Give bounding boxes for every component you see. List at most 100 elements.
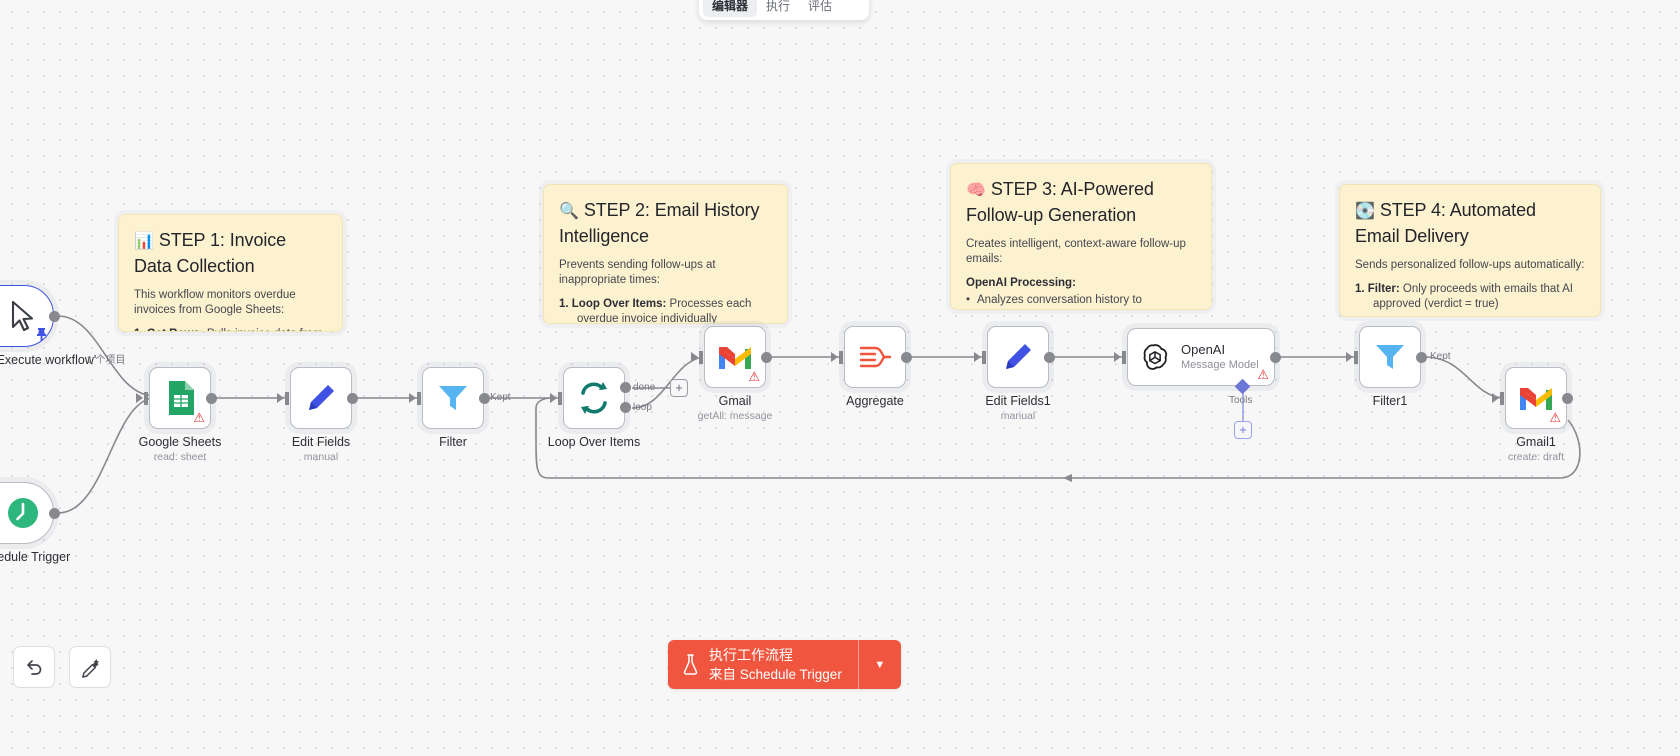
output-dot[interactable] bbox=[1044, 352, 1055, 363]
node-gmail[interactable]: ⚠ Gmail getAll: message bbox=[691, 326, 772, 422]
input-port[interactable] bbox=[558, 392, 562, 405]
node-edit-fields-1[interactable]: Edit Fields1 manual bbox=[974, 326, 1055, 422]
execute-workflow-button-group[interactable]: 执行工作流程 来自 Schedule Trigger ▼ bbox=[668, 640, 901, 689]
sticky-note-step-4[interactable]: 💽STEP 4: Automated Email Delivery Sends … bbox=[1339, 184, 1601, 317]
node-gmail-1[interactable]: ⚠ Gmail1 create: draft bbox=[1492, 367, 1573, 463]
pencil-icon bbox=[1006, 344, 1031, 369]
output-dot[interactable] bbox=[901, 352, 912, 363]
node-title: Gmail1 bbox=[1516, 435, 1556, 449]
execute-options-caret[interactable]: ▼ bbox=[858, 640, 901, 689]
sticky-note-step-1[interactable]: 📊STEP 1: Invoice Data Collection This wo… bbox=[118, 214, 343, 332]
node-edit-fields[interactable]: Edit Fields manual bbox=[277, 367, 358, 463]
output-dot[interactable] bbox=[479, 393, 490, 404]
sticky-note-intro: This workflow monitors overdue invoices … bbox=[134, 289, 296, 316]
node-filter-1[interactable]: Filter1 bbox=[1346, 326, 1427, 408]
node-body[interactable]: ⚠ bbox=[149, 367, 211, 429]
tab-editor[interactable]: 编辑器 bbox=[703, 0, 758, 17]
node-subtitle: manual bbox=[303, 451, 339, 463]
output-dot[interactable] bbox=[761, 352, 772, 363]
sticky-note-list: 1. Get Rows: Pulls invoice data from you… bbox=[134, 327, 327, 331]
node-loop-over-items[interactable]: Loop Over Items bbox=[548, 367, 640, 449]
tidy-up-icon bbox=[81, 658, 99, 678]
node-title: Filter1 bbox=[1372, 394, 1408, 408]
gmail-icon bbox=[719, 347, 751, 369]
output-dot-loop[interactable] bbox=[620, 402, 631, 413]
input-arrow bbox=[277, 393, 284, 403]
undo-icon bbox=[27, 660, 42, 675]
input-port[interactable] bbox=[285, 392, 289, 405]
sticky-note-step-2[interactable]: 🔍STEP 2: Email History Intelligence Prev… bbox=[543, 184, 788, 324]
input-port[interactable] bbox=[982, 351, 986, 364]
loop-icon bbox=[581, 382, 607, 414]
input-port[interactable] bbox=[1354, 351, 1358, 364]
node-error-icon: ⚠ bbox=[1257, 367, 1269, 382]
node-google-sheets[interactable]: ⚠ Google Sheets read: sheet bbox=[136, 367, 221, 463]
node-body[interactable] bbox=[422, 367, 484, 429]
undo-button[interactable] bbox=[13, 646, 55, 688]
bar-chart-emoji-icon: 📊 bbox=[134, 233, 154, 250]
sticky-note-title: 🔍STEP 2: Email History Intelligence bbox=[559, 200, 760, 246]
node-body[interactable] bbox=[1359, 326, 1421, 388]
node-title: Loop Over Items bbox=[547, 435, 641, 449]
node-manual-trigger[interactable]: clicking 'Execute workflow' bbox=[0, 285, 96, 367]
node-aggregate[interactable]: Aggregate bbox=[831, 326, 912, 408]
sticky-note-list: 1. Loop Over Items: Processes each overd… bbox=[559, 297, 772, 324]
node-title: Schedule Trigger bbox=[0, 550, 71, 564]
output-dot-done[interactable] bbox=[620, 382, 631, 393]
magnifier-emoji-icon: 🔍 bbox=[559, 203, 579, 220]
sticky-note-list: 1. Filter: Only proceeds with emails tha… bbox=[1355, 282, 1585, 316]
input-arrow bbox=[691, 352, 698, 362]
input-port[interactable] bbox=[1500, 392, 1504, 405]
node-title: OpenAI bbox=[1181, 342, 1226, 357]
output-dot[interactable] bbox=[49, 311, 60, 322]
sticky-note-title: 📊STEP 1: Invoice Data Collection bbox=[134, 230, 287, 276]
input-port[interactable] bbox=[699, 351, 703, 364]
output-dot[interactable] bbox=[1270, 352, 1281, 363]
tidy-up-button[interactable] bbox=[69, 646, 111, 688]
input-port[interactable] bbox=[417, 392, 421, 405]
node-error-icon: ⚠ bbox=[193, 410, 205, 425]
edge-label-loop: loop bbox=[633, 402, 652, 413]
edge-label-kept: Kept bbox=[490, 392, 511, 403]
output-dot[interactable] bbox=[347, 393, 358, 404]
input-port[interactable] bbox=[1122, 351, 1126, 364]
add-tool-button[interactable]: + bbox=[1234, 421, 1252, 439]
node-body[interactable]: ⚠ bbox=[704, 326, 766, 388]
input-port[interactable] bbox=[839, 351, 843, 364]
node-caption: Gmail getAll: message bbox=[698, 393, 773, 423]
node-filter[interactable]: Filter bbox=[409, 367, 490, 449]
node-body[interactable] bbox=[563, 367, 625, 429]
node-body[interactable] bbox=[0, 285, 54, 347]
output-dot[interactable] bbox=[49, 508, 60, 519]
output-dot[interactable] bbox=[206, 393, 217, 404]
node-openai[interactable]: OpenAI Message Model ⚠ bbox=[1114, 328, 1281, 395]
node-body[interactable] bbox=[290, 367, 352, 429]
node-body[interactable] bbox=[0, 482, 54, 544]
node-caption: Schedule Trigger bbox=[0, 549, 70, 565]
edge-label-done: done bbox=[633, 382, 656, 393]
node-title: Google Sheets bbox=[138, 435, 222, 449]
sticky-note-step-3[interactable]: 🧠STEP 3: AI-Powered Follow-up Generation… bbox=[950, 163, 1212, 310]
node-subtitle: manual bbox=[1000, 410, 1036, 422]
editor-tab-bar[interactable]: 编辑器 执行 评估 bbox=[699, 0, 869, 20]
output-dot[interactable] bbox=[1562, 393, 1573, 404]
execute-workflow-button[interactable]: 执行工作流程 来自 Schedule Trigger bbox=[668, 640, 859, 689]
node-title: Aggregate bbox=[846, 394, 904, 408]
node-body[interactable] bbox=[844, 326, 906, 388]
node-body[interactable]: ⚠ bbox=[1505, 367, 1567, 429]
edge-label-kept-1: Kept bbox=[1430, 351, 1451, 362]
output-dot[interactable] bbox=[1416, 352, 1427, 363]
node-body[interactable] bbox=[987, 326, 1049, 388]
tab-executions[interactable]: 执行 bbox=[766, 0, 791, 13]
add-node-button-done[interactable]: + bbox=[670, 379, 688, 397]
tab-evaluations[interactable]: 评估 bbox=[808, 0, 833, 13]
node-subtitle: Message Model bbox=[1181, 359, 1259, 371]
node-schedule-trigger[interactable]: Schedule Trigger bbox=[0, 482, 70, 564]
list-item: 1. Loop Over Items: Processes each overd… bbox=[559, 298, 752, 324]
sticky-note-bullets: Analyzes conversation history to determi… bbox=[966, 293, 1196, 309]
sticky-note-intro: Sends personalized follow-ups automatica… bbox=[1355, 259, 1585, 271]
input-port[interactable] bbox=[144, 392, 148, 405]
node-body[interactable]: OpenAI Message Model ⚠ bbox=[1127, 328, 1275, 386]
